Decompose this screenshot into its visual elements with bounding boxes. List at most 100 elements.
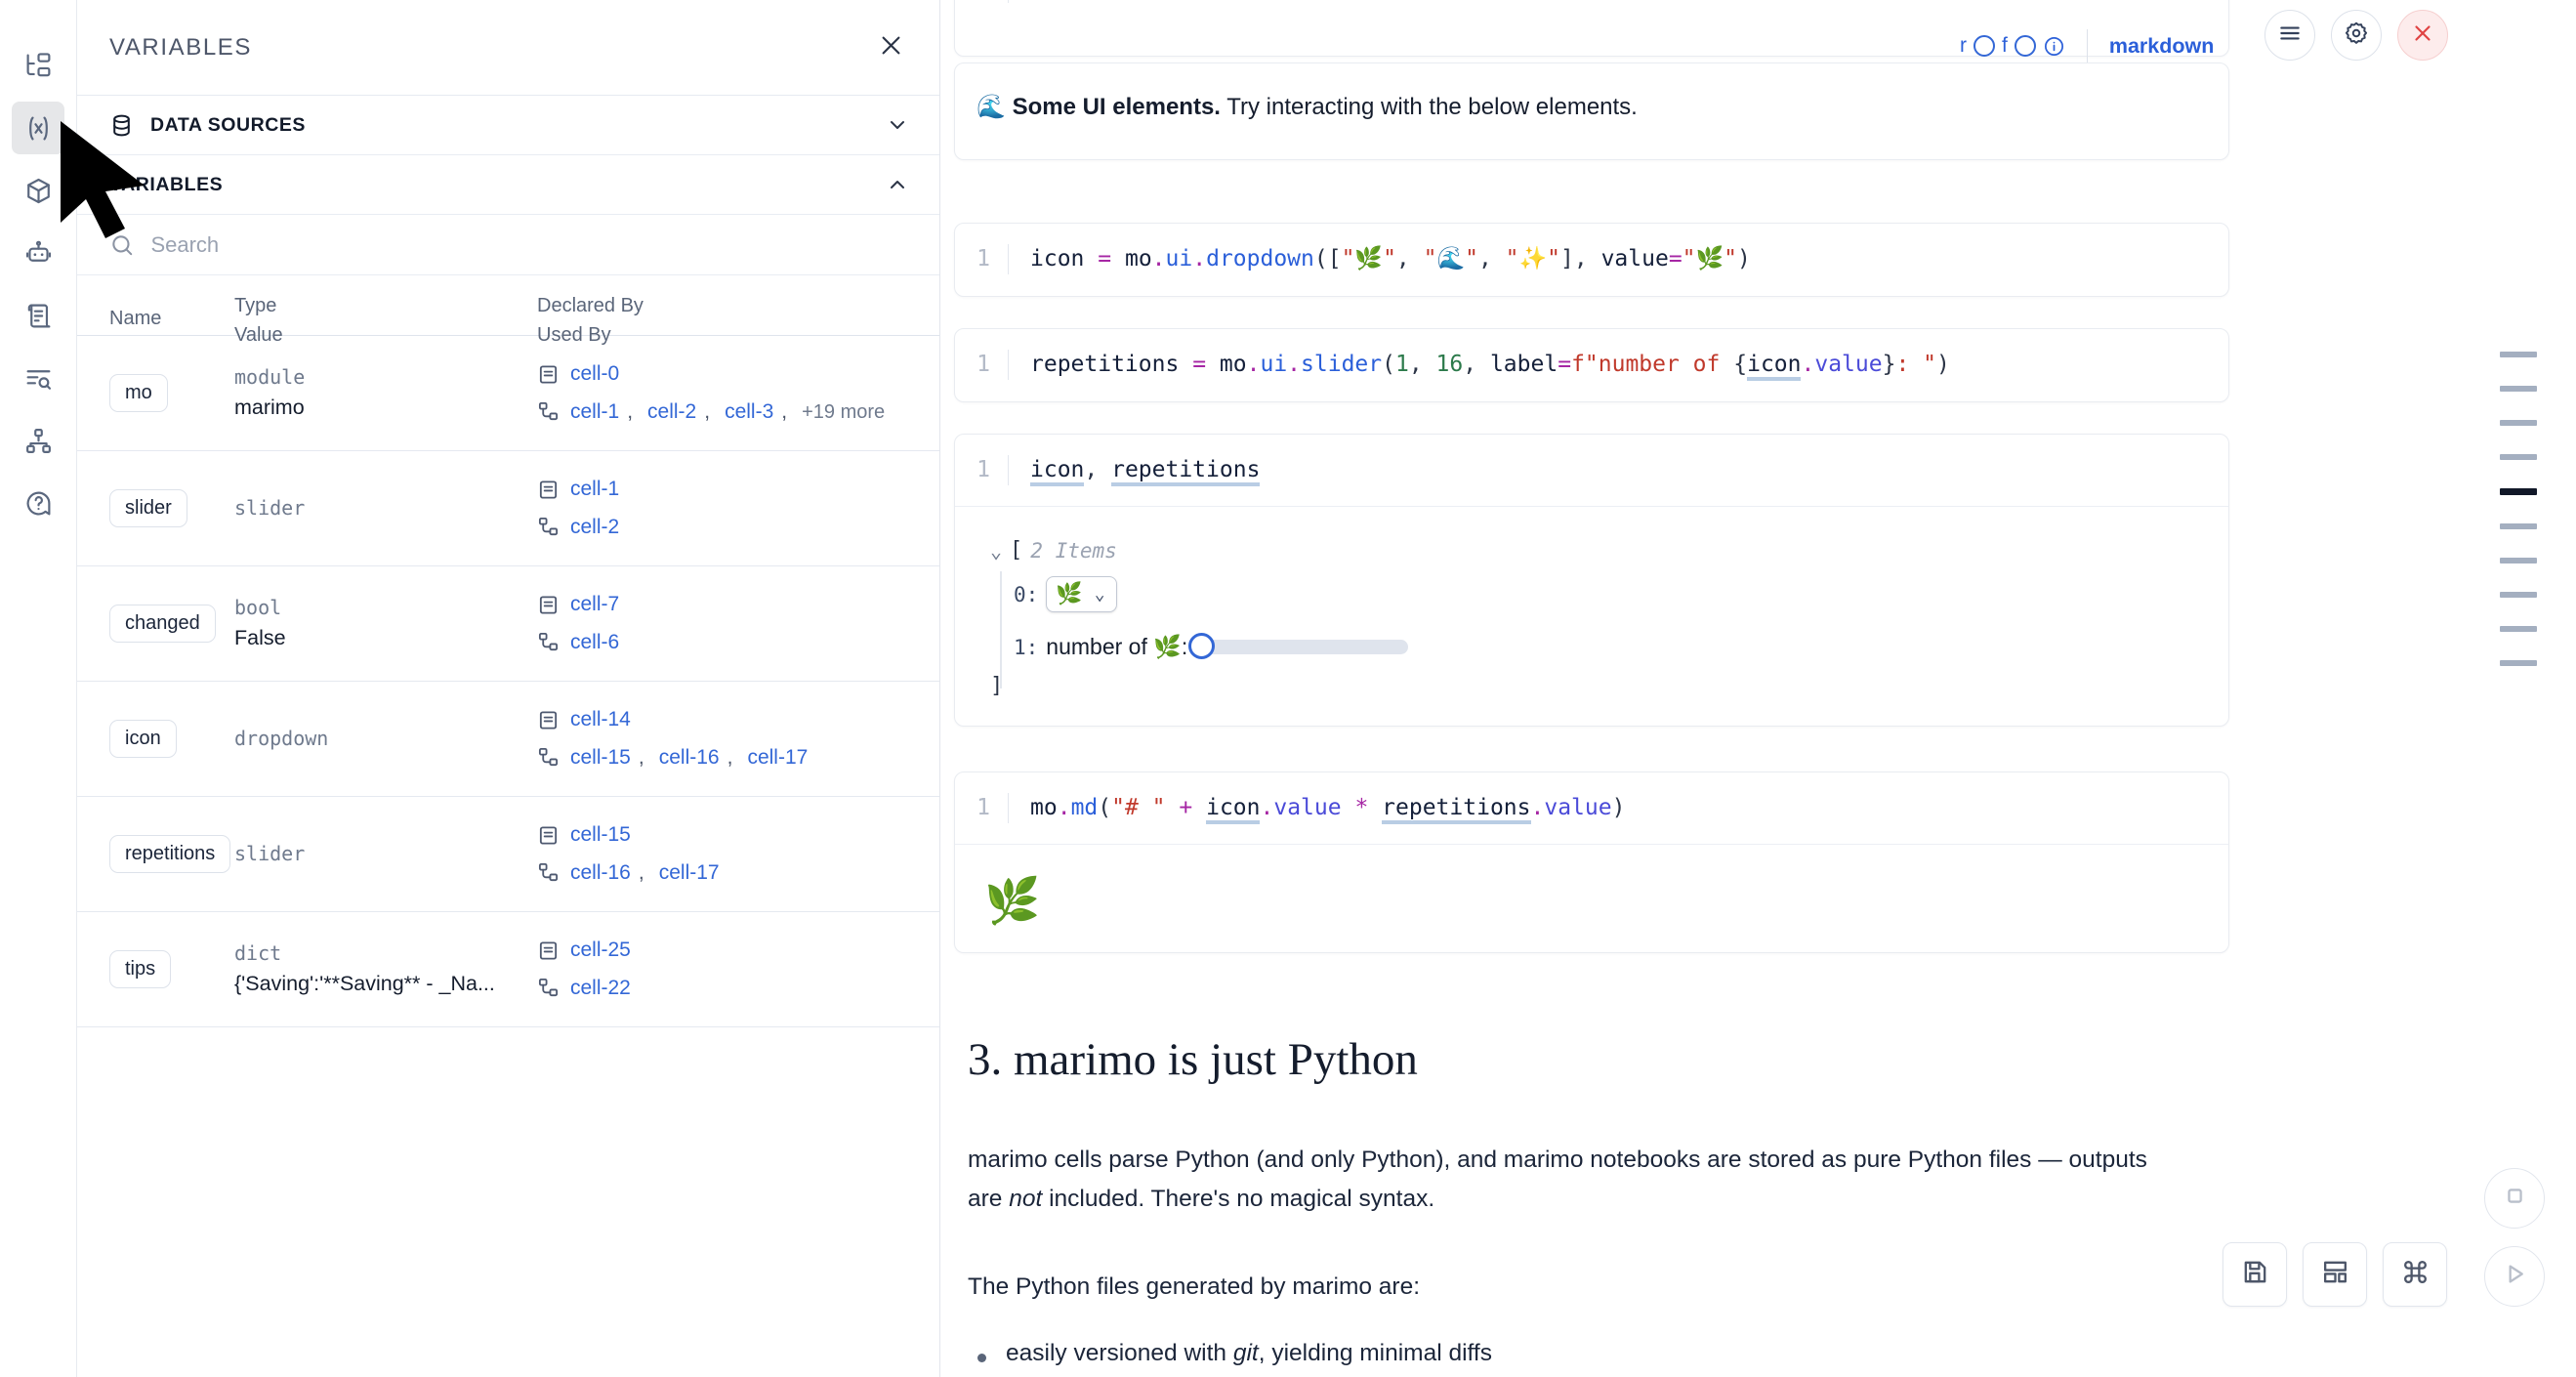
bullet-1-italic: git [1232,1340,1259,1366]
declared-by-cell-link[interactable]: cell-0 [570,362,620,386]
chevron-down-icon[interactable]: ⌄ [990,538,1003,563]
slider-thumb[interactable] [1188,633,1216,659]
minimap-bar[interactable] [2500,352,2537,357]
sidebar-item-packages[interactable] [12,164,64,217]
link-cells-icon [537,516,560,538]
sidebar-item-chat[interactable] [12,227,64,279]
sidebar-item-dependency-graph[interactable] [12,414,64,467]
r-flag-toggle[interactable] [1974,35,1995,57]
close-panel-button[interactable] [871,28,910,67]
used-by-line: cell-2 [537,512,920,543]
column-header-used-by: Used By [537,324,611,347]
minimap-bar[interactable] [2500,592,2537,598]
minimap-bar[interactable] [2500,488,2537,495]
code-token: mo [1219,352,1247,377]
used-by-cell-link[interactable]: cell-15 [570,746,631,769]
cell-run-flags[interactable]: r f [1960,34,2065,58]
used-by-cell-link[interactable]: cell-16 [658,746,720,769]
sidebar-item-variables[interactable] [12,102,64,154]
variable-name-chip[interactable]: icon [109,720,177,758]
icon-dropdown[interactable]: 🌿 ⌄ [1046,576,1117,612]
notebook-cell-repetitions[interactable]: 1 repetitions = mo.ui.slider(1, 16, labe… [954,328,2229,402]
minimap-bar[interactable] [2500,523,2537,529]
minimap-bar[interactable] [2500,558,2537,563]
paragraph-1: marimo cells parse Python (and only Pyth… [968,1141,2169,1218]
sidebar-item-scratchpad[interactable] [12,289,64,342]
command-palette-button[interactable] [2383,1242,2447,1307]
chevron-up-icon[interactable] [885,172,910,197]
used-by-cell-link[interactable]: cell-17 [658,861,720,884]
markdown-output-cell: 🌊 Some UI elements. Try interacting with… [954,63,2229,160]
used-by-cell-link[interactable]: cell-22 [570,977,631,999]
declared-by-cell-link[interactable]: cell-14 [570,708,631,731]
paragraph-1-b: included. There's no magical syntax. [1042,1185,1435,1212]
stop-button[interactable] [2484,1168,2545,1229]
separator: , [627,400,634,423]
sidebar-item-file-explorer[interactable] [12,39,64,92]
used-by-cell-link[interactable]: cell-17 [747,746,809,769]
code-token: . [1246,352,1261,377]
declared-by-cell-link[interactable]: cell-1 [570,478,620,501]
used-by-cell-link[interactable]: cell-3 [725,400,774,423]
variable-name-chip[interactable]: tips [109,950,172,988]
info-circle-icon[interactable] [2043,35,2065,58]
layout-button[interactable] [2303,1242,2367,1307]
declared-by-cell-link[interactable]: cell-15 [570,823,631,847]
repetitions-slider[interactable] [1188,633,1409,659]
section-data-sources[interactable]: DATA SOURCES [77,96,939,155]
minimap-bar[interactable] [2500,626,2537,632]
declared-by-cell-link[interactable]: cell-7 [570,593,620,616]
cell-language-label[interactable]: markdown [2108,33,2215,58]
minimap-bar[interactable] [2500,420,2537,426]
notebook-cell-display[interactable]: 1 icon, repetitions ⌄ [ 2 Items 0: 🌿 ⌄ 1… [954,434,2229,727]
code-token: value [1814,352,1883,377]
code-token: repetitions [1030,352,1180,377]
variable-name-chip[interactable]: repetitions [109,835,231,873]
used-by-cell-link[interactable]: cell-2 [570,516,620,538]
code-token: slider [1301,352,1383,377]
code-text[interactable]: icon = mo.ui.dropdown(["🌿", "🌊", "✨"], v… [1008,244,1751,275]
minimap-bar[interactable] [2500,660,2537,666]
cell-settings-button[interactable] [2331,10,2382,61]
code-token: ui [1260,352,1288,377]
cell-delete-button[interactable] [2397,10,2448,61]
bullet-1-b: , yielding minimal diffs [1258,1340,1492,1366]
variable-name-chip[interactable]: changed [109,605,216,643]
used-by-more-label[interactable]: +19 more [802,400,886,423]
chevron-down-icon[interactable] [885,112,910,138]
code-text[interactable]: icon, repetitions [1008,455,1261,486]
code-token: mo [1030,795,1058,820]
declared-by-cell-link[interactable]: cell-25 [570,939,631,962]
cell-toolbar: r f markdown [1960,29,2214,63]
sidebar-item-outline[interactable] [12,352,64,404]
used-by-cell-link[interactable]: cell-2 [647,400,697,423]
notebook-cell-icon[interactable]: 1 icon = mo.ui.dropdown(["🌿", "🌊", "✨"],… [954,223,2229,297]
code-text[interactable]: repetitions = mo.ui.slider(1, 16, label=… [1008,350,1950,381]
f-flag-toggle[interactable] [2014,35,2036,57]
minimap-bar[interactable] [2500,454,2537,460]
variable-name-chip[interactable]: mo [109,374,168,412]
cell-menu-button[interactable] [2264,10,2315,61]
save-button[interactable] [2223,1242,2287,1307]
variable-name-chip[interactable]: slider [109,489,187,527]
variable-type: dropdown [234,727,329,750]
code-text[interactable]: mo.md("# " + icon.value * repetitions.va… [1008,793,1625,824]
run-button[interactable] [2484,1246,2545,1307]
used-by-cell-link[interactable]: cell-16 [570,861,631,884]
list-item: 1: number of 🌿: [990,633,1409,660]
code-token: ( [1382,352,1395,377]
database-icon [109,111,137,139]
leaf-emoji-output: 🌿 [984,875,1041,926]
notebook-cell-md-render[interactable]: 1 mo.md("# " + icon.value * repetitions.… [954,772,2229,953]
search-input[interactable] [150,231,910,258]
sidebar-item-help[interactable] [12,477,64,529]
section-variables[interactable]: VARIABLES [77,155,939,215]
minimap-bar[interactable] [2500,386,2537,392]
notebook-minimap[interactable] [2461,352,2576,694]
used-by-cell-link[interactable]: cell-6 [570,631,620,653]
used-by-cell-link[interactable]: cell-1 [570,400,620,423]
page-title: VARIABLES [109,33,253,61]
code-token: . [1530,795,1545,820]
